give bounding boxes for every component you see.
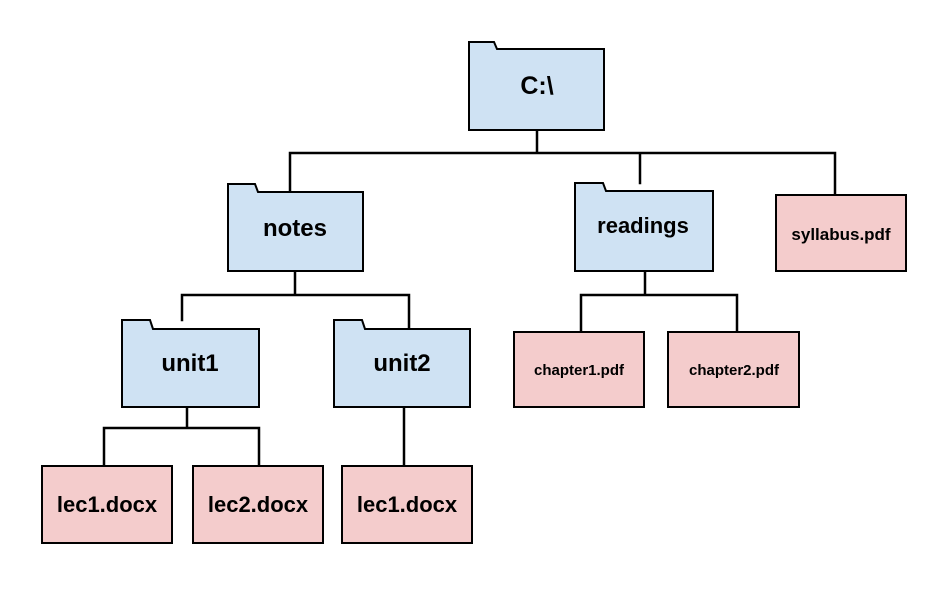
folder-icon (121, 319, 260, 408)
file-box (513, 331, 645, 408)
file-label-chapter1: chapter1.pdf (534, 362, 625, 379)
file-label-chapter2: chapter2.pdf (689, 362, 780, 379)
folder-icon (333, 319, 471, 408)
file-label-syllabus: syllabus.pdf (791, 225, 891, 244)
folder-icon (574, 182, 714, 272)
folder-label-unit2: unit2 (373, 350, 430, 377)
connector-unit1-children (102, 405, 261, 468)
folder-node-unit2[interactable]: unit2 (333, 319, 471, 408)
tree-connectors (102, 128, 837, 468)
file-node-unit2-lec1[interactable]: lec1.docx (341, 465, 473, 544)
folder-label-root: C:\ (520, 72, 553, 100)
file-node-unit1-lec2[interactable]: lec2.docx (192, 465, 324, 544)
folder-node-readings[interactable]: readings (574, 182, 714, 272)
file-node-chapter2[interactable]: chapter2.pdf (667, 331, 800, 408)
file-node-chapter1[interactable]: chapter1.pdf (513, 331, 645, 408)
file-box (667, 331, 800, 408)
file-box (775, 194, 907, 272)
folder-node-unit1[interactable]: unit1 (121, 319, 260, 408)
connector-root-children (288, 128, 837, 197)
file-label-unit2-lec1: lec1.docx (357, 492, 458, 517)
file-node-syllabus[interactable]: syllabus.pdf (775, 194, 907, 272)
folder-label-unit1: unit1 (161, 350, 218, 377)
folder-icon (227, 183, 364, 272)
folder-label-notes: notes (263, 215, 327, 242)
folder-label-readings: readings (597, 213, 689, 238)
folder-node-root[interactable]: C:\ (468, 41, 605, 131)
file-box (41, 465, 173, 544)
file-box (192, 465, 324, 544)
connector-readings-children (579, 269, 739, 334)
file-node-unit1-lec1[interactable]: lec1.docx (41, 465, 173, 544)
connector-notes-children (180, 269, 411, 329)
file-label-unit1-lec1: lec1.docx (57, 492, 158, 517)
folder-icon (468, 41, 605, 131)
file-label-unit1-lec2: lec2.docx (208, 492, 309, 517)
folder-node-notes[interactable]: notes (227, 183, 364, 272)
file-box (341, 465, 473, 544)
